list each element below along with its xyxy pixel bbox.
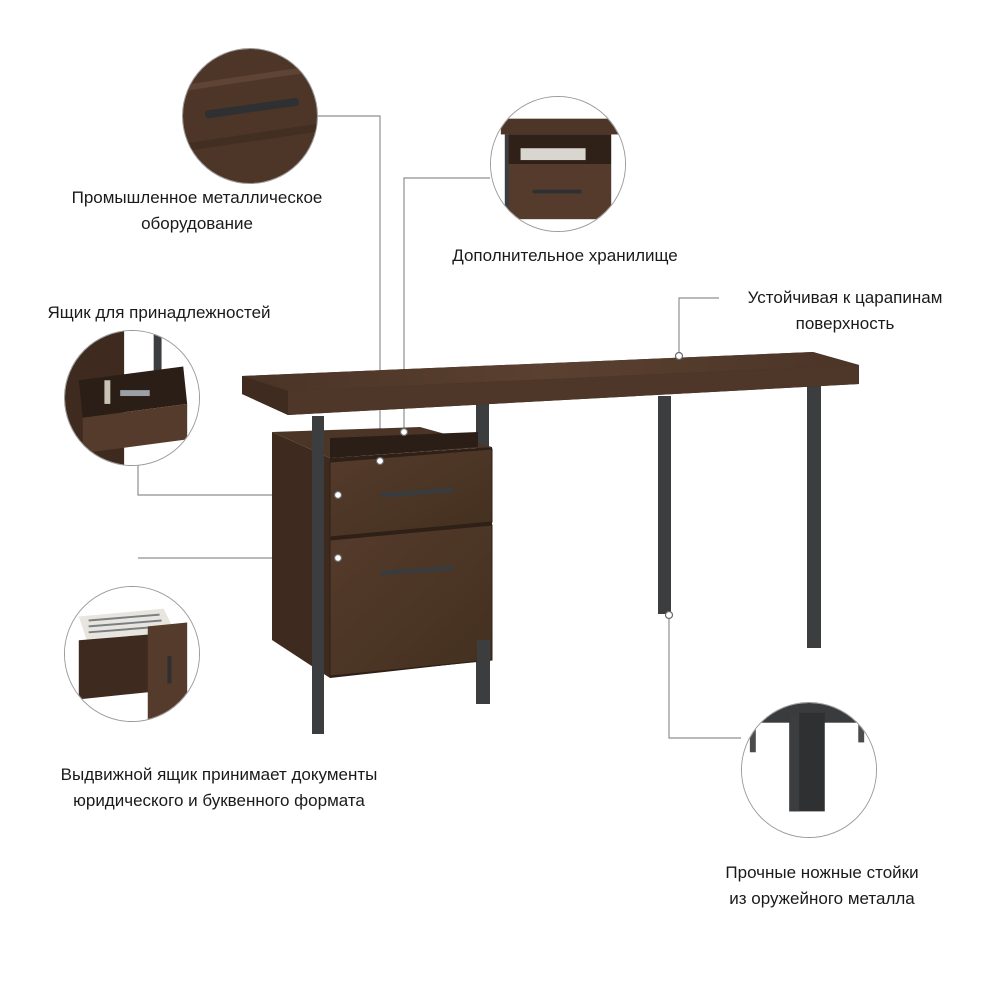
file-drawer-label: Выдвижной ящик принимает документы юриди… <box>60 765 378 810</box>
accessory-drawer-handle <box>380 487 454 498</box>
storage-label: Дополнительное хранилище <box>452 246 678 265</box>
storage-callout <box>490 96 626 232</box>
front-left-leg-b <box>477 640 490 704</box>
front-right-leg <box>658 396 671 614</box>
surface-label: Устойчивая к царапинам поверхность <box>747 288 943 333</box>
leader-storage <box>403 177 490 432</box>
hardware-label: Промышленное металлическое оборудование <box>71 188 323 233</box>
accessory-drawer-callout <box>64 330 200 466</box>
leader-legs <box>668 615 741 739</box>
hardware-callout <box>182 48 318 184</box>
accessory-drawer-label: Ящик для принадлежностей <box>47 303 271 322</box>
file-drawer-icon <box>65 587 199 721</box>
legs-callout <box>741 702 877 838</box>
leader-surface <box>678 297 719 356</box>
leader-hardware <box>318 115 381 461</box>
desktop-surface <box>242 352 859 391</box>
anchor-dots <box>333 351 684 620</box>
drawer-handle-icon <box>183 49 317 183</box>
file-drawer-handle <box>380 565 454 576</box>
legs-label: Прочные ножные стойки из оружейного мета… <box>725 863 919 908</box>
open-drawer-icon <box>65 331 199 465</box>
file-drawer-callout <box>64 586 200 722</box>
file-drawer-front <box>329 524 493 677</box>
front-left-leg-a <box>312 416 324 734</box>
metal-leg-icon <box>742 703 876 837</box>
open-shelf-icon <box>491 97 625 231</box>
back-right-leg <box>807 386 821 648</box>
